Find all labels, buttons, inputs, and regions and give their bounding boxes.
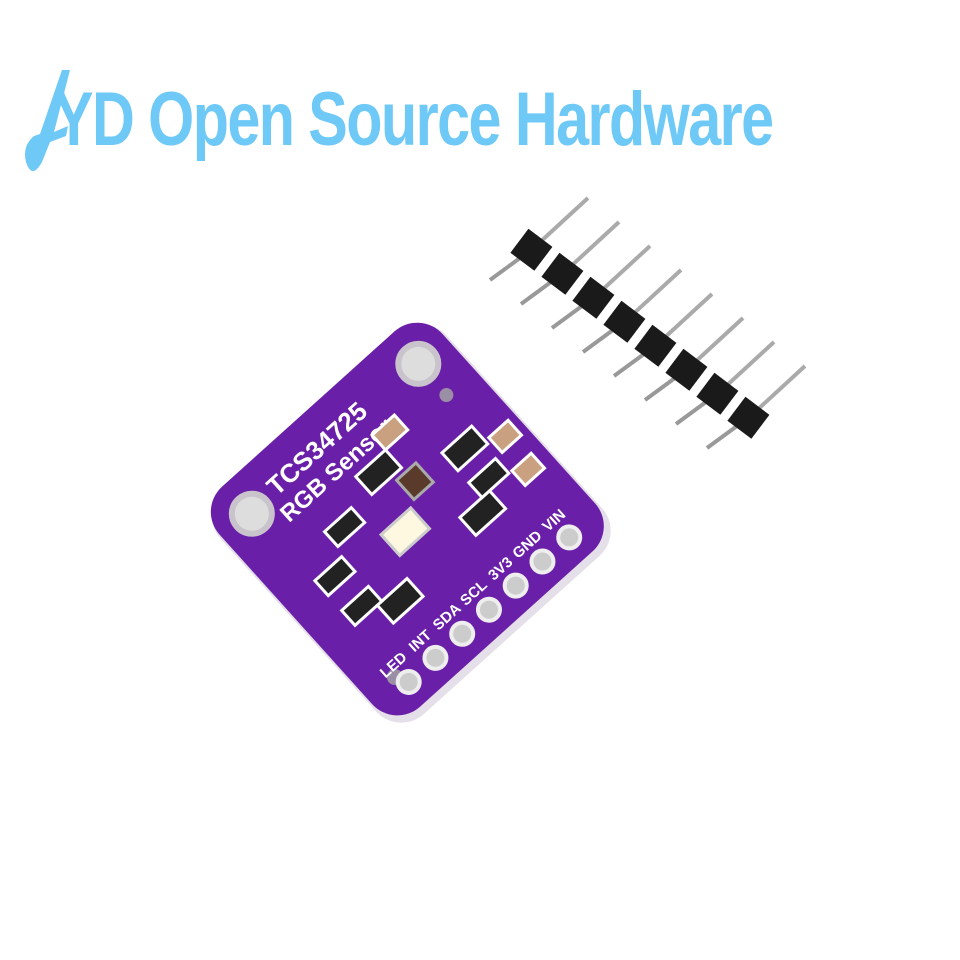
pin-pad xyxy=(395,668,422,695)
header-pin xyxy=(660,292,714,342)
pin-pad xyxy=(449,620,476,647)
header-pin xyxy=(488,256,522,282)
header-block xyxy=(510,228,553,271)
header-pin xyxy=(629,268,683,318)
header-pin xyxy=(753,364,807,414)
mount-hole xyxy=(395,340,442,387)
header-pin xyxy=(519,280,553,306)
header-block xyxy=(572,276,615,319)
header-pin xyxy=(567,220,621,270)
pin-pad xyxy=(529,548,556,575)
header-block xyxy=(603,300,646,343)
header-pin xyxy=(722,340,776,390)
header-pin xyxy=(691,316,745,366)
header-pin xyxy=(674,400,708,426)
watermark-text: YD Open Source Hardware xyxy=(54,77,774,162)
header-block xyxy=(696,372,739,415)
pin-pad xyxy=(556,524,583,551)
pin-header xyxy=(488,196,807,450)
brand-watermark: YD Open Source Hardware xyxy=(14,62,960,172)
header-pin xyxy=(612,352,646,378)
pin-pad xyxy=(502,572,529,599)
header-block xyxy=(727,396,770,439)
smd-components xyxy=(312,423,511,628)
white-led xyxy=(378,505,432,558)
pin-pad xyxy=(475,596,502,623)
capacitors xyxy=(369,412,547,488)
header-block xyxy=(665,348,708,391)
header-block xyxy=(634,324,677,367)
music-note-logo-icon xyxy=(25,70,70,171)
header-pin xyxy=(550,304,584,330)
rgb-sensor-chip xyxy=(394,460,436,502)
header-pin xyxy=(581,328,615,354)
pin-pad xyxy=(422,644,449,671)
header-pin xyxy=(643,376,677,402)
header-pin xyxy=(705,424,739,450)
pcb-board: TCS34725 RGB Sensor LEDINTSDASCL3V3GNDVI… xyxy=(210,322,611,723)
header-block xyxy=(541,252,584,295)
header-pin xyxy=(598,244,652,294)
mount-hole xyxy=(228,490,275,537)
header-pin xyxy=(536,196,590,246)
